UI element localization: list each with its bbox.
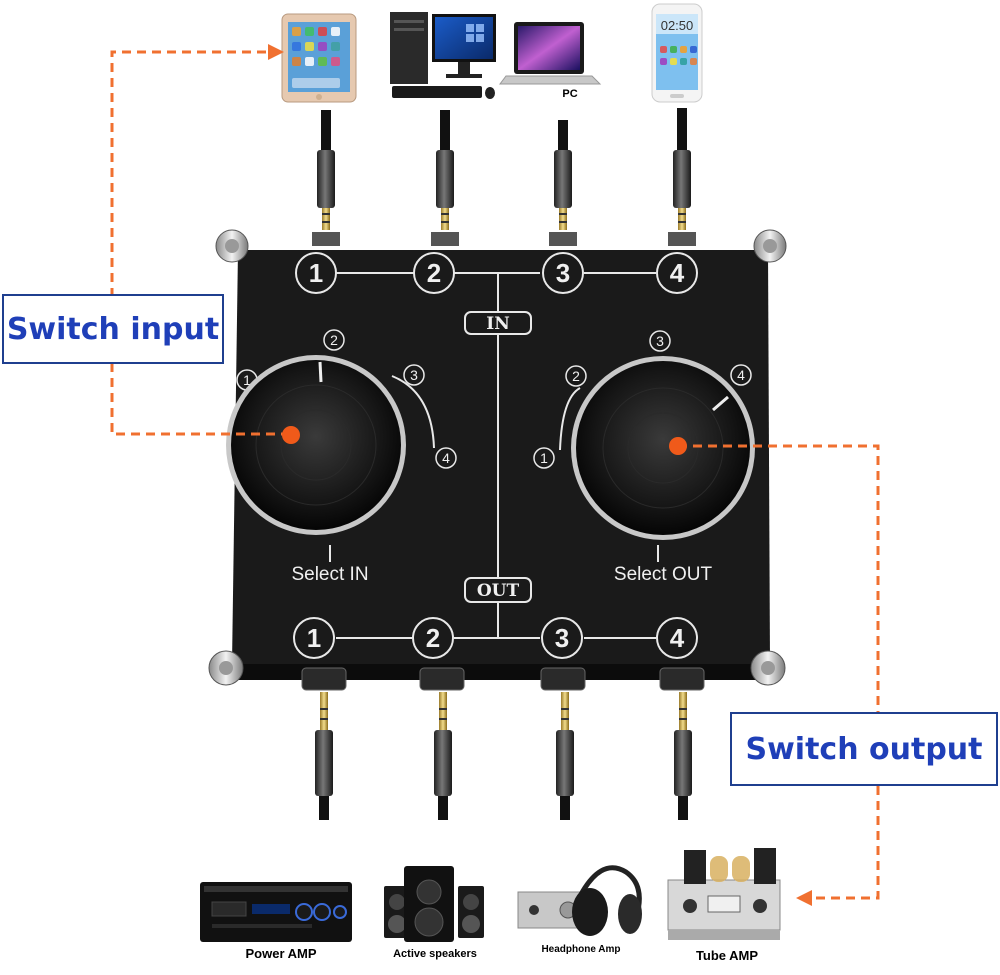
output-port-numbers: 1 2 3 4 xyxy=(293,617,698,659)
output-knob-dot xyxy=(669,437,687,455)
in-label: IN xyxy=(486,314,510,334)
switch-box: IN OUT 1 2 3 4 1 2 3 4 xyxy=(208,229,787,691)
headphone-amp-label: Headphone Amp xyxy=(541,944,621,955)
tablet-device xyxy=(281,13,357,103)
smartphone-device: 02:50 xyxy=(651,3,703,103)
output-port-number-2: 2 xyxy=(426,623,440,653)
input-cable-1 xyxy=(317,110,335,230)
switch-output-text: Switch output xyxy=(745,731,983,767)
headphone-amp-device xyxy=(517,865,642,936)
output-cable-2 xyxy=(434,692,452,820)
laptop-device xyxy=(499,22,602,85)
select-out-knob[interactable] xyxy=(571,356,755,540)
power-amp-device xyxy=(200,882,352,942)
select-out-label: Select OUT xyxy=(614,564,713,585)
active-speakers-device xyxy=(384,866,484,942)
input-port-number-1: 1 xyxy=(309,258,323,288)
pc-label: PC xyxy=(562,88,578,100)
output-port-number-3: 3 xyxy=(555,623,569,653)
output-port-number-1: 1 xyxy=(307,623,321,653)
out-label: OUT xyxy=(477,581,520,601)
output-flow-arrow xyxy=(678,444,880,900)
output-dial-number-3: 3 xyxy=(656,333,664,349)
output-dial-numbers xyxy=(533,330,752,469)
output-dial-number-1: 1 xyxy=(540,450,548,466)
input-dial-number-4: 4 xyxy=(442,450,450,466)
corner-screw-tr xyxy=(753,229,787,263)
input-dial-number-2: 2 xyxy=(330,332,338,348)
switch-output-callout: Switch output xyxy=(730,712,998,786)
select-in-label: Select IN xyxy=(291,564,368,585)
output-cable-1 xyxy=(315,692,333,820)
input-flow-arrow xyxy=(110,50,290,436)
output-dial-number-2: 2 xyxy=(572,368,580,384)
output-cable-4 xyxy=(674,692,692,820)
output-port-number-4: 4 xyxy=(670,623,685,653)
input-dial-number-3: 3 xyxy=(410,367,418,383)
tube-amp-device xyxy=(667,848,781,940)
input-knob-dot xyxy=(282,426,300,444)
input-port-number-3: 3 xyxy=(556,258,570,288)
input-cable-3 xyxy=(554,120,572,230)
corner-screw-tl xyxy=(215,229,249,263)
output-cable-3 xyxy=(556,692,574,820)
input-cables xyxy=(317,108,691,230)
output-cables xyxy=(315,692,692,820)
phone-clock: 02:50 xyxy=(661,18,694,33)
input-port-number-4: 4 xyxy=(670,258,685,288)
output-arrowhead xyxy=(796,890,812,906)
tube-amp-label: Tube AMP xyxy=(695,948,759,963)
output-dial-number-4: 4 xyxy=(737,367,745,383)
active-speakers-label: Active speakers xyxy=(393,948,477,960)
select-in-knob[interactable] xyxy=(226,355,406,535)
input-cable-4 xyxy=(673,108,691,230)
input-arrowhead xyxy=(268,44,284,60)
input-port-numbers: 1 2 3 4 xyxy=(295,252,698,294)
desktop-computer-device xyxy=(390,12,496,99)
switch-input-text: Switch input xyxy=(6,311,220,347)
power-amp-label: Power AMP xyxy=(245,946,317,961)
input-cable-2 xyxy=(436,110,454,230)
corner-screw-bl xyxy=(208,650,244,686)
corner-screw-br xyxy=(750,650,786,686)
switch-input-callout: Switch input xyxy=(2,294,224,364)
input-port-number-2: 2 xyxy=(427,258,441,288)
input-dial-number-1: 1 xyxy=(243,372,251,388)
